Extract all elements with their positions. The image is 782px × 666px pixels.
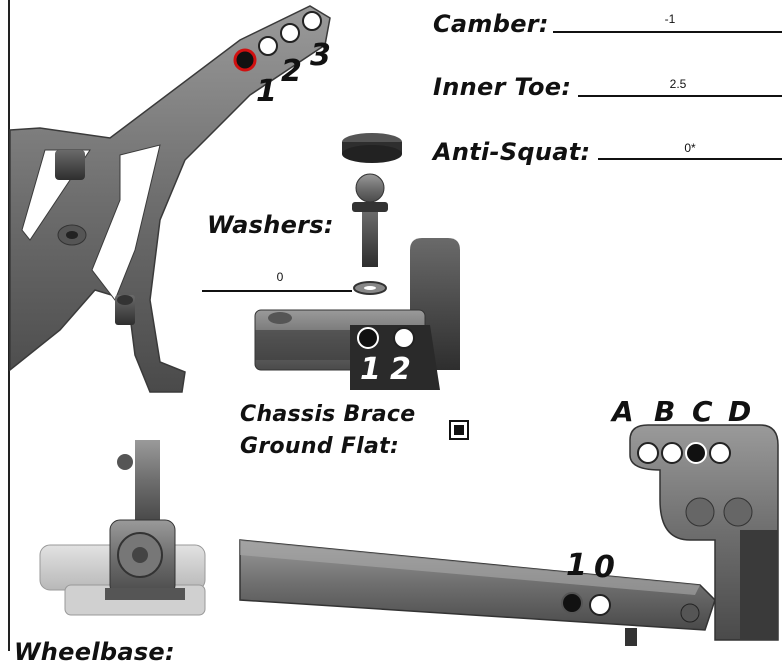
inner-toe-label: Inner Toe: bbox=[433, 73, 572, 101]
arm-position-a: A bbox=[612, 395, 634, 428]
chassis-brace-label-line1: Chassis Brace bbox=[240, 402, 416, 427]
diagram-artwork bbox=[8, 0, 779, 651]
inner-toe-line bbox=[578, 95, 782, 97]
ground-flat-checkbox[interactable] bbox=[449, 420, 469, 440]
brace-position-1: 1 bbox=[360, 352, 381, 387]
beam-position-0: 0 bbox=[594, 550, 615, 585]
arm-position-c: C bbox=[692, 395, 713, 428]
anti-squat-line bbox=[598, 158, 782, 160]
chassis-brace-label-line2: Ground Flat: bbox=[240, 434, 400, 459]
anti-squat-label: Anti-Squat: bbox=[433, 138, 591, 166]
camber-hole-4 bbox=[302, 11, 322, 31]
beam-hole-1-selected bbox=[561, 592, 583, 614]
arm-position-d: D bbox=[728, 395, 752, 428]
anti-squat-value[interactable]: 0* bbox=[684, 141, 696, 155]
washers-line bbox=[202, 290, 352, 292]
washers-label: Washers: bbox=[207, 211, 334, 239]
shock-tower bbox=[9, 5, 331, 393]
camber-position-3: 3 bbox=[310, 38, 331, 73]
lower-arm-beam bbox=[239, 539, 716, 646]
camber-line bbox=[553, 31, 782, 33]
arm-hole-c-selected bbox=[685, 442, 707, 464]
wheelbase-label: Wheelbase: bbox=[14, 638, 175, 666]
chassis-brace bbox=[254, 238, 460, 390]
arm-hole-a bbox=[637, 442, 659, 464]
camber-hole-3 bbox=[280, 23, 300, 43]
arm-hole-d bbox=[709, 442, 731, 464]
camber-label: Camber: bbox=[433, 10, 549, 38]
camber-position-2: 2 bbox=[281, 54, 302, 89]
beam-position-1: 1 bbox=[566, 548, 587, 583]
washers-value[interactable]: 0 bbox=[276, 270, 284, 284]
camber-link-holes bbox=[233, 11, 322, 72]
washer-stack bbox=[342, 133, 402, 295]
inner-toe-value[interactable]: 2.5 bbox=[669, 77, 687, 91]
camber-value[interactable]: -1 bbox=[664, 12, 676, 26]
arm-position-b: B bbox=[654, 395, 676, 428]
checkbox-checked-mark bbox=[454, 425, 464, 435]
beam-hole-0 bbox=[589, 594, 611, 616]
arm-mount bbox=[629, 424, 779, 641]
left-border bbox=[8, 0, 10, 651]
rear-hub bbox=[39, 440, 206, 616]
arm-hole-b bbox=[661, 442, 683, 464]
brace-position-2: 2 bbox=[390, 352, 411, 387]
camber-hole-2 bbox=[258, 36, 278, 56]
camber-hole-1-selected bbox=[233, 48, 257, 72]
camber-position-1: 1 bbox=[256, 74, 277, 109]
